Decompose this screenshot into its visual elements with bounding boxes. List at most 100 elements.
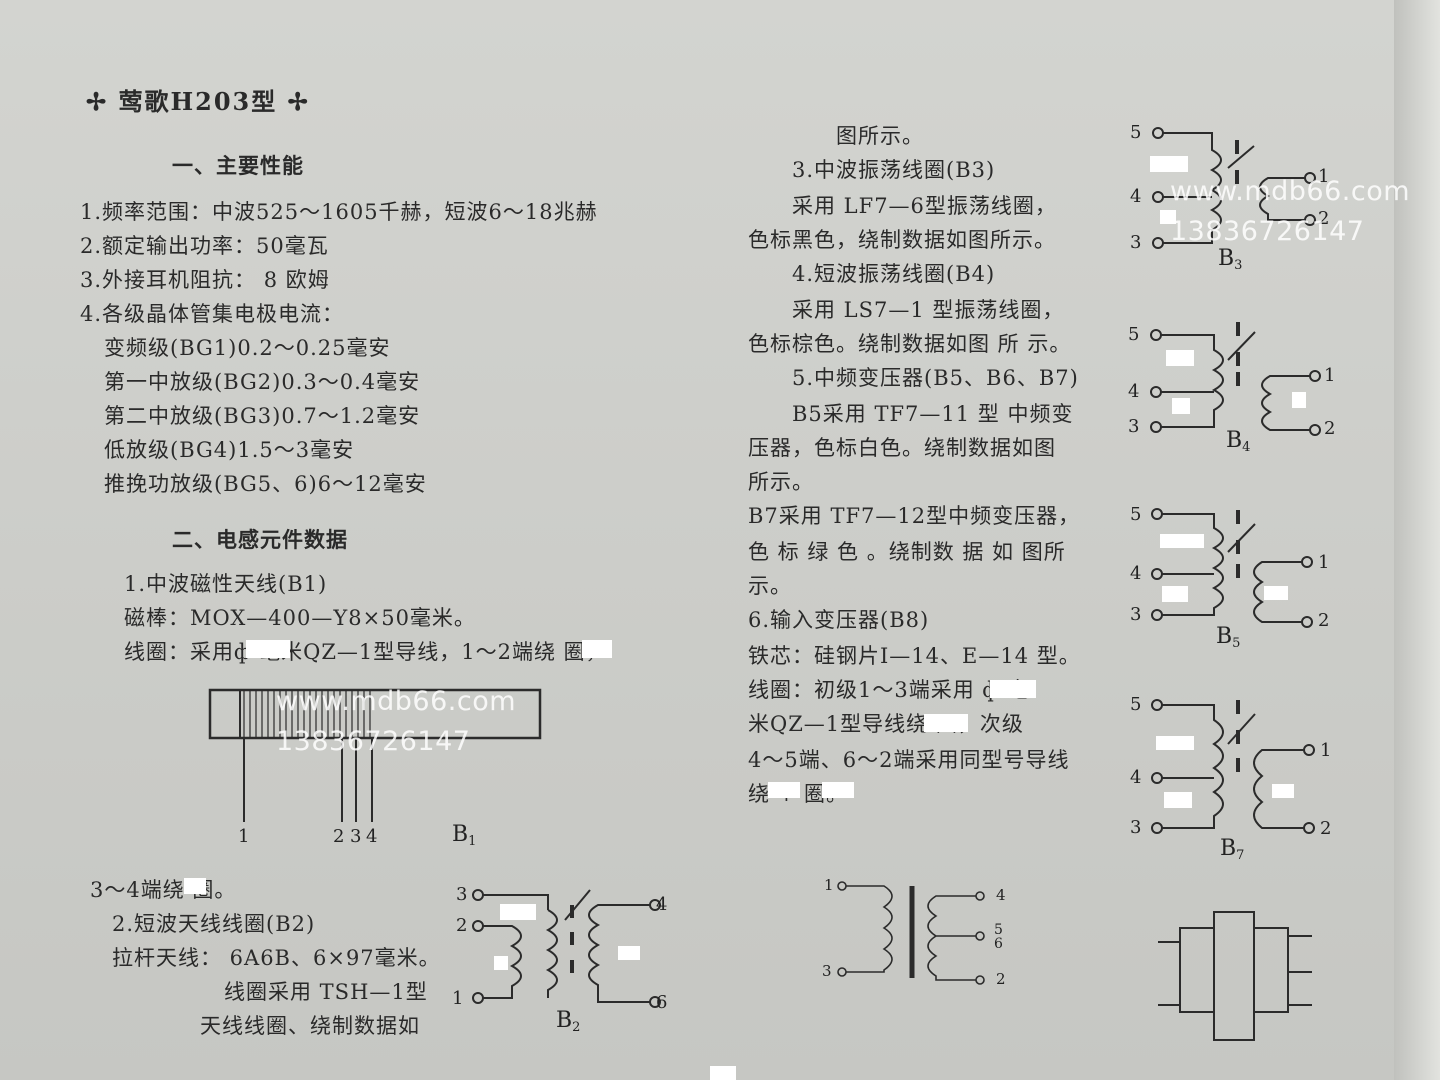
right-text-line: 所示。 [748, 470, 814, 494]
b5-pin-label: 5 [1130, 504, 1142, 525]
section-heading-inductors: 二、电感元件数据 [172, 527, 348, 552]
spec-line: 1.频率范围：中波525～1605千赫，短波6～18兆赫 [80, 200, 598, 224]
b2-pin-label: 1 [452, 988, 464, 1009]
b7-label: B7 [1220, 836, 1245, 863]
b7-pin-label: 3 [1130, 817, 1142, 838]
redaction-patch [582, 640, 612, 658]
b3-coil-diagram [1152, 127, 1316, 249]
b5-pin-label: 2 [1318, 610, 1330, 631]
b7-pin-label: 4 [1130, 767, 1142, 788]
b7-pin-label: 5 [1130, 694, 1142, 715]
right-text-line: 米QZ—1型导线绕 圈，次级 [748, 712, 1024, 736]
b7-pin-label: 2 [1320, 818, 1332, 839]
b4-pin-label: 2 [1324, 418, 1336, 439]
redaction-patch [1160, 534, 1204, 548]
b1-line: 磁棒：MOX—400—Y8×50毫米。 [124, 606, 476, 630]
b4-label: B4 [1226, 428, 1251, 455]
b5-pin-label: 4 [1130, 563, 1142, 584]
redaction-patch [1160, 210, 1176, 224]
right-text-line: 铁芯：硅钢片I—14、E—14 型。 [748, 644, 1081, 668]
b1-pin-label: 2 [333, 826, 345, 847]
redaction-patch [1156, 736, 1194, 750]
redaction-patch [500, 904, 536, 920]
b3-pin-label: 4 [1130, 186, 1142, 207]
b2-pin-label: 2 [456, 915, 468, 936]
current-line: 低放级(BG4)1.5～3毫安 [104, 438, 355, 462]
b2-line: 2.短波天线线圈(B2) [112, 912, 316, 936]
redaction-patch [1292, 392, 1306, 408]
current-line: 第一中放级(BG2)0.3～0.4毫安 [104, 370, 421, 394]
b5-pin-label: 3 [1130, 604, 1142, 625]
right-text-line: 示。 [748, 574, 792, 598]
b4-pin-label: 5 [1128, 324, 1140, 345]
spec-line: 3.外接耳机阻抗： 8 欧姆 [80, 268, 330, 292]
b1-label: B1 [452, 822, 477, 849]
b2-line: 拉杆天线： 6A6B、6×97毫米。 [112, 946, 441, 970]
b3-pin-label: 3 [1130, 232, 1142, 253]
page-edge [1394, 0, 1440, 1080]
watermark-phone: 13836726147 [1170, 216, 1365, 247]
b8-pin-label: 6 [994, 936, 1003, 952]
redaction-patch [924, 714, 968, 732]
b3-pin-label: 2 [1318, 208, 1330, 229]
right-text-line: B7采用 TF7—12型中频变压器， [748, 504, 1081, 528]
b3-label: B3 [1218, 246, 1243, 273]
right-text-line: 图所示。 [836, 124, 924, 148]
b2-line: 天线线圈、绕制数据如 [200, 1014, 420, 1038]
redaction-patch [1166, 350, 1194, 366]
right-text-line: 压器，色标白色。绕制数据如图 [748, 436, 1056, 460]
redaction-patch [1172, 398, 1190, 414]
redaction-patch [618, 946, 640, 960]
b4-pin-label: 4 [1128, 381, 1140, 402]
b1-pin-label: 1 [238, 826, 250, 847]
current-line: 第二中放级(BG3)0.7～1.2毫安 [104, 404, 421, 428]
b5-coil-diagram [1151, 508, 1313, 628]
spec-line: 2.额定输出功率：50毫瓦 [80, 234, 329, 258]
current-line: 变频级(BG1)0.2～0.25毫安 [104, 336, 391, 360]
right-text-line: 色 标 绿 色 。绕制数 据 如 图所 [748, 540, 1066, 564]
b7-pin-label: 1 [1320, 740, 1332, 761]
redaction-patch [710, 1066, 736, 1080]
b8-pin-label: 2 [996, 970, 1006, 988]
redaction-patch [184, 878, 206, 894]
redaction-patch [822, 782, 854, 798]
b2-pin-label: 6 [656, 992, 668, 1013]
right-text-line: 4.短波振荡线圈(B4) [792, 262, 996, 286]
b8-pin-label: 5 [994, 922, 1003, 938]
redaction-patch [1164, 792, 1192, 808]
b4-pin-label: 1 [1324, 365, 1336, 386]
right-text-line: 5.中频变压器(B5、B6、B7) [792, 366, 1079, 390]
redaction-patch [1264, 586, 1288, 600]
b1-line: 线圈：采用ф 毫米QZ—1型导线，1～2端绕 圈， [124, 640, 608, 664]
b3-pin-label: 5 [1130, 122, 1142, 143]
watermark-url: www.mdb66.com [276, 686, 517, 717]
b1-tail: 3～4端绕 圈。 [90, 878, 237, 902]
page-title: ✢ 莺歌H203型 ✢ [86, 87, 310, 116]
redaction-patch [1150, 156, 1188, 172]
transformer-core-outline [1158, 911, 1312, 1041]
redaction-patch [246, 640, 290, 658]
b4-coil-diagram [1150, 322, 1321, 436]
b1-antenna-diagram [208, 688, 542, 822]
b2-pin-label: 4 [656, 894, 668, 915]
b7-coil-diagram [1151, 699, 1315, 834]
b5-label: B5 [1216, 624, 1241, 651]
b2-coil-diagram [472, 889, 661, 1008]
section-heading-performance: 一、主要性能 [172, 153, 304, 178]
redaction-patch [1162, 586, 1188, 602]
b3-pin-label: 1 [1318, 166, 1330, 187]
right-text-line: 3.中波振荡线圈(B3) [792, 158, 996, 182]
spec-line: 4.各级晶体管集电极电流： [80, 302, 345, 326]
b1-pin-label: 4 [366, 826, 378, 847]
right-text-line: 4～5端、6～2端采用同型号导线 [748, 748, 1070, 772]
right-text-line: 色标棕色。绕制数据如图 所 示。 [748, 332, 1072, 356]
current-line: 推挽功放级(BG5、6)6～12毫安 [104, 472, 427, 496]
b1-line: 1.中波磁性天线(B1) [124, 572, 328, 596]
b2-line: 线圈采用 TSH—1型 [224, 980, 428, 1004]
watermark-phone: 13836726147 [276, 726, 471, 757]
redaction-patch [990, 680, 1036, 698]
b5-pin-label: 1 [1318, 552, 1330, 573]
watermark-url: www.mdb66.com [1170, 176, 1411, 207]
b4-pin-label: 3 [1128, 416, 1140, 437]
